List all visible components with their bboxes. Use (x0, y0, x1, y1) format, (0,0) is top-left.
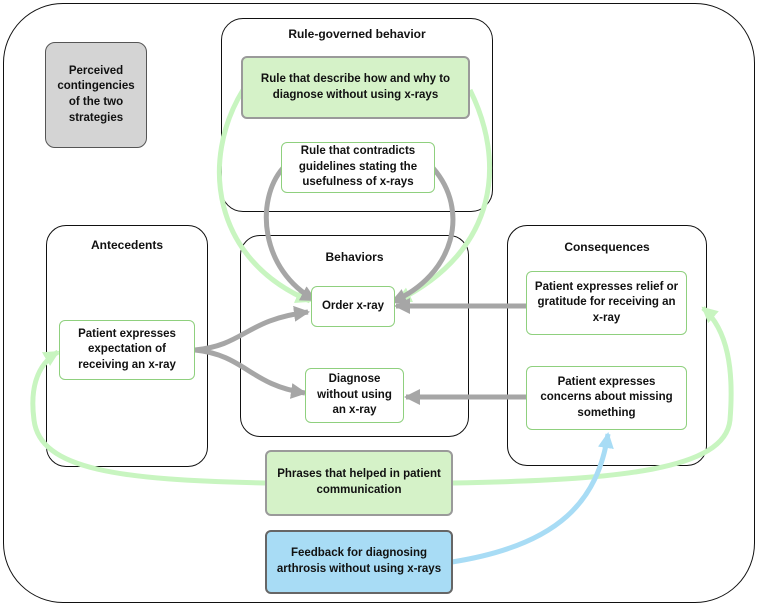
arrow-phrases-relief (452, 306, 734, 486)
rule-governed-panel: Rule-governed behavior (221, 18, 493, 212)
arrow-rule-describe-right (395, 88, 493, 304)
phrases-box: Phrases that helped in patient communica… (265, 450, 453, 516)
arrow-feedback-concerns (451, 432, 614, 565)
arrow-rule-contradicts-left (263, 166, 317, 303)
antecedents-title: Antecedents (90, 238, 164, 252)
rule-contradicts-box: Rule that contradicts guidelines stating… (281, 142, 435, 193)
rule-describe-box: Rule that describe how and why to diagno… (241, 56, 470, 119)
consequences-panel: Consequences (507, 225, 707, 466)
arrow-rule-describe-left (216, 88, 312, 304)
behaviors-title: Behaviors (325, 250, 384, 264)
feedback-box: Feedback for diagnosing arthrosis withou… (265, 530, 453, 594)
patient-expectation-box: Patient expresses expectation of receivi… (59, 320, 195, 380)
arrow-expectation-order (194, 305, 310, 353)
patient-concerns-box: Patient expresses concerns about missing… (526, 366, 687, 430)
arrow-phrases-expectation (30, 349, 266, 486)
arrow-expectation-diagnose (194, 347, 307, 399)
arrow-rule-contradicts-right (390, 166, 456, 305)
perceived-contingencies-box: Perceived contingencies of the two strat… (45, 42, 147, 148)
diagnose-without-box: Diagnose without using an x-ray (305, 368, 404, 423)
consequences-title: Consequences (564, 240, 650, 254)
outer-frame (3, 3, 755, 603)
patient-relief-box: Patient expresses relief or gratitude fo… (526, 271, 687, 335)
order-xray-box: Order x-ray (311, 286, 395, 327)
rule-governed-title: Rule-governed behavior (288, 27, 426, 41)
